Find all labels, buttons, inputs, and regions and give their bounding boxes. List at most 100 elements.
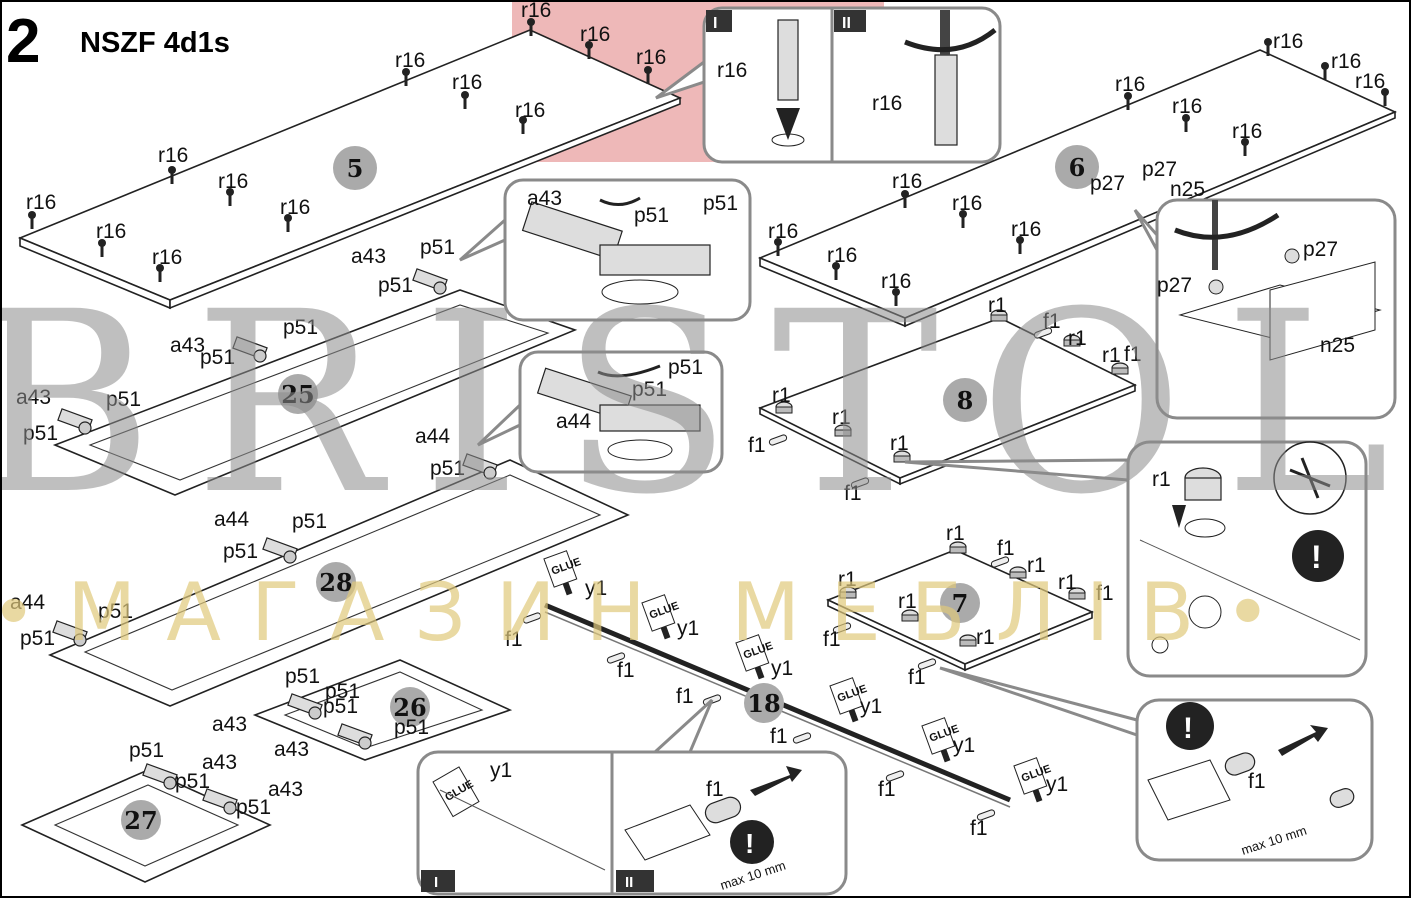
label-n25: n25 (1170, 178, 1205, 201)
label-f1: f1 (823, 628, 841, 651)
label-p51: p51 (323, 695, 358, 718)
label-f1: f1 (770, 725, 788, 748)
label-r16: r16 (952, 192, 982, 215)
label-p27: p27 (1157, 274, 1192, 297)
label-p51: p51 (200, 346, 235, 369)
label-r16: r16 (152, 246, 182, 269)
label-y1: y1 (490, 759, 512, 782)
callout-p27-n25 (1133, 198, 1397, 420)
warning-icon: ! (1311, 539, 1322, 575)
label-a44: a44 (415, 425, 450, 448)
label-f1: f1 (878, 778, 896, 801)
label-a43: a43 (212, 713, 247, 736)
label-f1: f1 (676, 685, 694, 708)
part-28-label: 28 (319, 568, 352, 597)
glue-bottle: GLUE (735, 634, 775, 680)
glue-bottle: GLUE (543, 550, 583, 596)
label-r16: r16 (717, 59, 747, 82)
watermark-brand: BRISTOL (0, 258, 1424, 549)
glue-bottle: GLUE (829, 677, 869, 723)
part-5-badge (333, 146, 377, 190)
label-f1: f1 (1096, 582, 1114, 605)
label-a44: a44 (556, 410, 591, 433)
inset-step-2: II (842, 15, 851, 32)
label-r16: r16 (158, 144, 188, 167)
label-r16: r16 (515, 99, 545, 122)
label-p51: p51 (430, 457, 465, 480)
label-r1: r1 (1102, 344, 1121, 367)
label-p51: p51 (20, 627, 55, 650)
label-a43: a43 (274, 738, 309, 761)
callout-hinge-a44 (476, 350, 724, 474)
label-r1: r1 (1068, 327, 1087, 350)
label-r16: r16 (521, 0, 551, 22)
label-p51: p51 (283, 316, 318, 339)
label-p51: p51 (223, 540, 258, 563)
dowel-f1-icon (792, 731, 812, 745)
label-p51: p51 (292, 510, 327, 533)
label-r16: r16 (881, 270, 911, 293)
label-y1: y1 (953, 734, 975, 757)
step-number: 2 (6, 7, 40, 76)
label-r16: r16 (1011, 218, 1041, 241)
frame-26 (252, 659, 513, 761)
label-r16: r16 (26, 191, 56, 214)
label-p51: p51 (236, 796, 271, 819)
part-7-label: 7 (952, 589, 969, 618)
label-r1: r1 (838, 568, 857, 591)
label-r16: r16 (1331, 50, 1361, 73)
label-r1: r1 (946, 522, 965, 545)
label-a44: a44 (10, 591, 45, 614)
label-p51: p51 (632, 378, 667, 401)
inset-step-1: I (434, 874, 438, 891)
inset-step-2: II (625, 874, 633, 891)
glue-bottle: GLUE (641, 594, 681, 640)
label-f1: f1 (844, 482, 862, 505)
callout-cam-r1: ! (904, 440, 1368, 678)
label-r16: r16 (395, 49, 425, 72)
label-r1: r1 (772, 384, 791, 407)
label-p27: p27 (1142, 158, 1177, 181)
label-f1: f1 (970, 817, 988, 840)
label-r16: r16 (636, 46, 666, 69)
part-26-label: 26 (393, 693, 426, 722)
label-a43: a43 (268, 778, 303, 801)
watermark-subtitle: •МАГАЗИН МЕБЛІВ• (0, 566, 1301, 659)
label-n25: n25 (1320, 334, 1355, 357)
label-p27: p27 (1090, 172, 1125, 195)
label-a43: a43 (170, 334, 205, 357)
label-p51: p51 (668, 356, 703, 379)
label-p51: p51 (420, 236, 455, 259)
label-r16: r16 (1232, 120, 1262, 143)
label-r16: r16 (1355, 70, 1385, 93)
label-p51: p51 (129, 739, 164, 762)
label-y1: y1 (1046, 773, 1068, 796)
part-6-badge (1055, 145, 1099, 189)
part-26-badge (390, 687, 430, 727)
callout-hinge-a43 (459, 178, 752, 322)
part-5-label: 5 (347, 154, 364, 183)
label-p51: p51 (394, 716, 429, 739)
label-r1: r1 (1027, 554, 1046, 577)
label-a43: a43 (351, 245, 386, 268)
inset-step-1: I (713, 15, 717, 32)
label-p51: p51 (703, 192, 738, 215)
label-r16: r16 (580, 23, 610, 46)
label-y1: y1 (771, 657, 793, 680)
label-r1: r1 (988, 294, 1007, 317)
label-f1: f1 (1124, 343, 1142, 366)
label-f1: f1 (1248, 770, 1266, 793)
callout-glue-dowel: I II GLUE ! max 10 mm (416, 698, 848, 896)
label-f1: f1 (908, 666, 926, 689)
label-r1: r1 (898, 590, 917, 613)
callout-dowel-f1: ! max 10 mm (939, 666, 1374, 862)
part-8-badge (943, 378, 987, 422)
label-r16: r16 (892, 170, 922, 193)
label-p51: p51 (106, 388, 141, 411)
part-27-badge (121, 800, 161, 840)
label-y1: y1 (677, 617, 699, 640)
warning-icon: ! (1183, 712, 1193, 745)
label-p51: p51 (175, 770, 210, 793)
warning-icon: ! (745, 828, 754, 859)
